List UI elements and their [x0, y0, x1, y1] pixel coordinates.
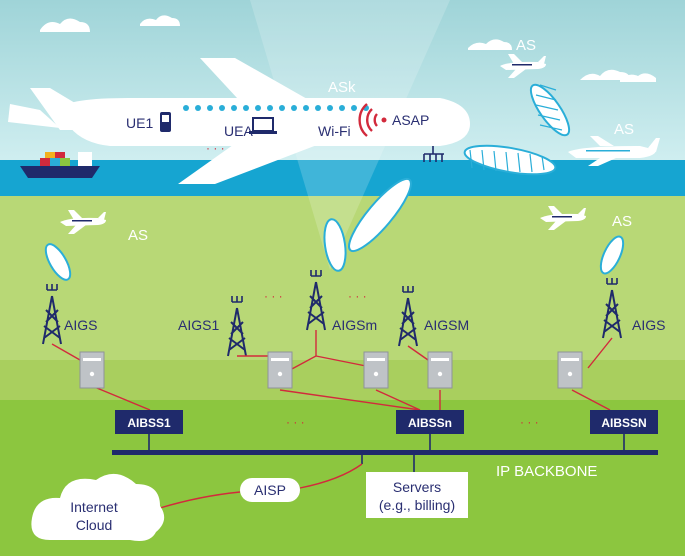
aibss-last-label: AIBSSN [601, 416, 646, 430]
aircraft-left-label: AS [128, 227, 148, 244]
aisp-link [299, 463, 363, 489]
aircraft-right-lower-label: AS [612, 213, 632, 230]
ue1-label: UE1 [126, 115, 153, 131]
aigs1-label: AIGS1 [178, 317, 219, 333]
tower-ellipsis-right: · · · [348, 289, 367, 303]
uea-label: UEA [224, 123, 253, 139]
aircraft-windows [183, 105, 369, 111]
server-aigsm-icon [363, 351, 389, 389]
ip-backbone-label: IP BACKBONE [496, 463, 597, 480]
servers-box: Servers (e.g., billing) [366, 472, 468, 518]
aircraft-upper-wing [200, 58, 330, 112]
server-aigs1-icon [267, 351, 293, 389]
aibss-first-label: AIBSS1 [127, 416, 171, 430]
aibss-first-box: AIBSS1 [115, 410, 183, 434]
aibss-nth-label: AIBSSn [408, 416, 452, 430]
passenger-ellipsis: · · · [206, 141, 225, 155]
main-aircraft-label: ASk [328, 79, 356, 96]
aibss-nth-box: AIBSSn [396, 410, 464, 434]
ground-background [0, 396, 685, 556]
cloud-label-line1: Internet [70, 499, 118, 515]
cloud-shape [31, 473, 165, 541]
aibss-ellipsis-left: · · · [286, 415, 305, 429]
sea-band [0, 160, 685, 196]
aisp-node: AISP [240, 478, 300, 502]
server-right-icon [557, 351, 583, 389]
server-left-icon [79, 351, 105, 389]
radio-beams [44, 83, 625, 281]
aigsM-label: AIGSM [424, 317, 469, 333]
aircraft-top-right-label: AS [516, 37, 536, 54]
ip-backbone-bar [112, 450, 658, 455]
aircraft-antenna-icon [423, 146, 444, 162]
aigs-left-label: AIGS [64, 317, 97, 333]
phone-icon [160, 112, 171, 132]
aibss-ellipsis-right: · · · [520, 415, 539, 429]
cloud-label-line2: Cloud [76, 517, 113, 533]
aircraft-right-jet [568, 136, 660, 166]
server-aigsM-icon [427, 351, 453, 389]
sky-clouds [40, 15, 656, 82]
cloud-link [159, 491, 241, 509]
asap-label: ASAP [392, 112, 429, 128]
main-aircraft: UE1 UEA · · · Wi-Fi ASAP ASk [8, 58, 470, 184]
aigsm-label: AIGSm [332, 317, 377, 333]
servers-sub-label: (e.g., billing) [379, 497, 455, 513]
wireless-signal-icon [358, 103, 387, 137]
tower-ellipsis-left: · · · [264, 289, 283, 303]
internet-cloud: Internet Cloud [31, 473, 165, 541]
radio-beam-lines [469, 84, 563, 173]
ip-backbone [148, 434, 625, 472]
servers-label: Servers [393, 479, 441, 495]
access-links [51, 330, 613, 411]
laptop-icon [249, 117, 277, 134]
aircraft-tail-fin [8, 104, 60, 128]
cargo-ship [20, 152, 100, 178]
wifi-label: Wi-Fi [318, 123, 351, 139]
aisp-label: AISP [254, 482, 286, 498]
aibss-last-box: AIBSSN [590, 410, 658, 434]
aircraft-right-label: AS [614, 121, 634, 138]
aigs-right-label: AIGS [632, 317, 665, 333]
aircraft-lower-wing [178, 140, 330, 184]
ground-transition [0, 360, 685, 400]
